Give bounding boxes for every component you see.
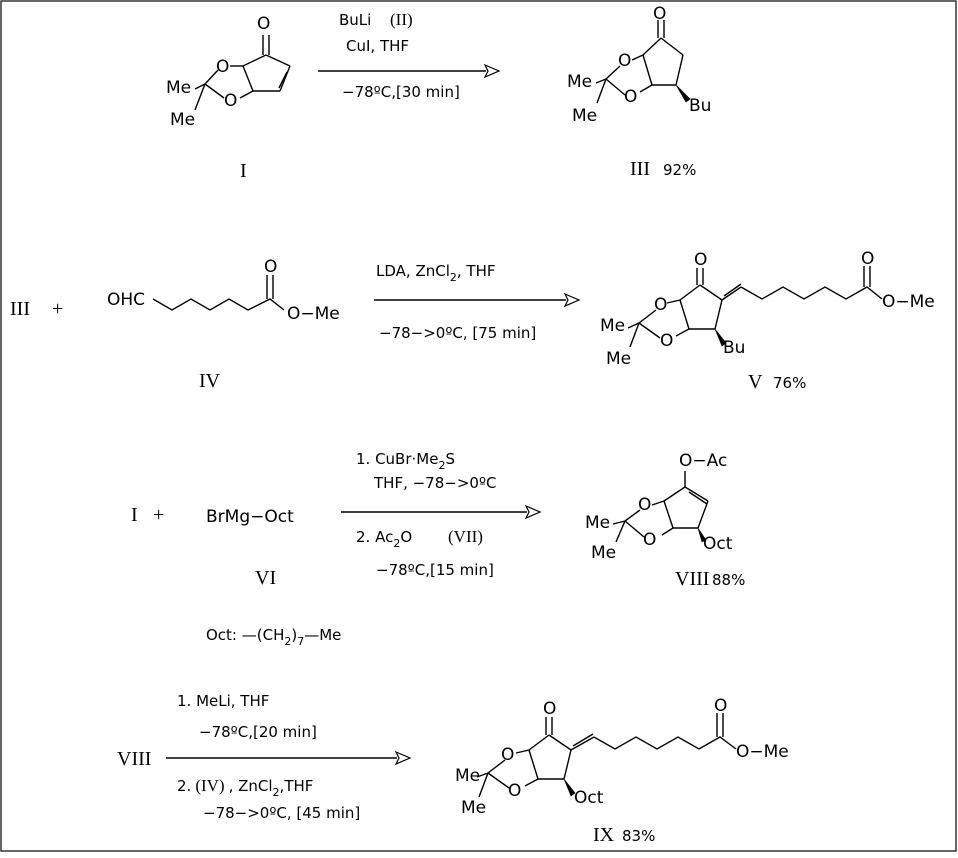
reactant-I: I — [131, 504, 138, 526]
yield-VIII: 88% — [712, 571, 745, 589]
reactant-VIII: VIII — [117, 748, 151, 770]
atom-O: O — [543, 699, 556, 719]
step1-reagent-r3: 1. CuBr·Me2S — [356, 450, 455, 472]
atom-O: O — [660, 331, 673, 351]
atom-Me: Me — [166, 78, 191, 98]
atom-Oct: Oct — [703, 534, 733, 554]
step2-conditions-r3: −78ºC,[15 min] — [376, 561, 494, 579]
atom-O: O — [508, 781, 521, 801]
atom-O: O — [714, 696, 727, 716]
atom-Me: Me — [455, 766, 480, 786]
atom-O: O — [861, 249, 874, 269]
compound-label-I: I — [240, 160, 247, 182]
reagent-cui-thf: CuI, THF — [346, 37, 409, 55]
atom-O: O — [264, 257, 277, 277]
atom-Bu: Bu — [723, 338, 745, 358]
atom-O: O — [638, 495, 651, 515]
atom-OMe: O−Me — [287, 304, 340, 324]
atom-O: O — [624, 87, 637, 107]
compound-label-III: III — [630, 158, 650, 180]
yield-IX: 83% — [622, 827, 655, 845]
atom-O: O — [501, 745, 514, 765]
atom-O: O — [224, 91, 237, 111]
atom-Bu: Bu — [689, 96, 711, 116]
plus-sign: + — [52, 298, 63, 320]
step2-reagent-r3: 2. Ac2O — [356, 528, 412, 550]
plus-sign: + — [153, 504, 164, 526]
oct-definition: Oct: —(CH2)7—Me — [206, 626, 341, 648]
atom-O: O — [618, 51, 631, 71]
yield-III: 92% — [663, 161, 696, 179]
atom-O: O — [694, 250, 707, 270]
step2-conditions-r4: −78−>0ºC, [45 min] — [203, 804, 360, 822]
atom-O: O — [643, 530, 656, 550]
compound-label-VI: VI — [255, 567, 276, 589]
reagent-brmg-oct: BrMg−Oct — [206, 507, 294, 527]
reaction-4: VIII 1. MeLi, THF −78ºC,[20 min] 2.(IV),… — [117, 692, 789, 846]
compound-label-IV: IV — [199, 370, 221, 392]
atom-Me: Me — [606, 349, 631, 369]
reagent-code-II: (II) — [390, 10, 413, 29]
atom-O: O — [257, 14, 270, 34]
compound-IV-structure: OHC O O−Me — [107, 257, 340, 324]
atom-Me: Me — [170, 110, 195, 130]
atom-O: O — [653, 4, 666, 24]
step2-reagent-r4: 2.(IV), ZnCl2,THF — [177, 776, 313, 799]
atom-Me: Me — [600, 316, 625, 336]
compound-IX-structure: O O O Me Me Oct O O−Me — [455, 696, 789, 818]
reaction-3: I + BrMg−Oct VI 1. CuBr·Me2S THF, −78−>0… — [131, 450, 745, 648]
reactant-III: III — [10, 298, 30, 320]
atom-OMe: O−Me — [882, 292, 935, 312]
compound-label-V: V — [748, 371, 763, 393]
step1-conditions-r4: −78ºC,[20 min] — [199, 723, 317, 741]
reaction-1: O O O Me Me I BuLi (II) CuI, THF −78ºC,[… — [166, 4, 711, 182]
atom-Me: Me — [572, 106, 597, 126]
yield-V: 76% — [773, 374, 806, 392]
compound-III-structure: O O O Me Me Bu — [567, 4, 711, 126]
conditions-r1: −78ºC,[30 min] — [342, 83, 460, 101]
conditions-r2: −78−>0ºC, [75 min] — [379, 324, 536, 342]
reagents-r2: LDA, ZnCl2, THF — [376, 262, 495, 284]
atom-Me: Me — [461, 798, 486, 818]
compound-I-structure: O O O Me Me — [166, 14, 291, 130]
atom-Me: Me — [567, 72, 592, 92]
compound-label-IX: IX — [593, 824, 615, 846]
reaction-2: III + OHC O O−Me IV LDA, ZnCl2, THF −78−… — [10, 249, 935, 393]
compound-V-structure: O O O Me Me Bu O O−Me — [600, 249, 935, 369]
step1-conditions-r3: THF, −78−>0ºC — [373, 474, 496, 492]
reagent-code-VII: (VII) — [448, 527, 483, 546]
atom-Me: Me — [585, 513, 610, 533]
atom-Me: Me — [591, 543, 616, 563]
atom-OAc: O−Ac — [679, 451, 727, 471]
atom-O: O — [216, 57, 229, 77]
compound-label-VIII: VIII — [675, 568, 709, 590]
atom-OHC: OHC — [107, 290, 145, 310]
atom-Oct: Oct — [574, 788, 604, 808]
step1-reagent-r4: 1. MeLi, THF — [177, 692, 269, 710]
atom-O: O — [654, 295, 667, 315]
reagent-buli: BuLi — [339, 11, 371, 29]
compound-VIII-structure: O−Ac O O Me Me Oct — [585, 451, 733, 563]
atom-OMe: O−Me — [736, 742, 789, 762]
